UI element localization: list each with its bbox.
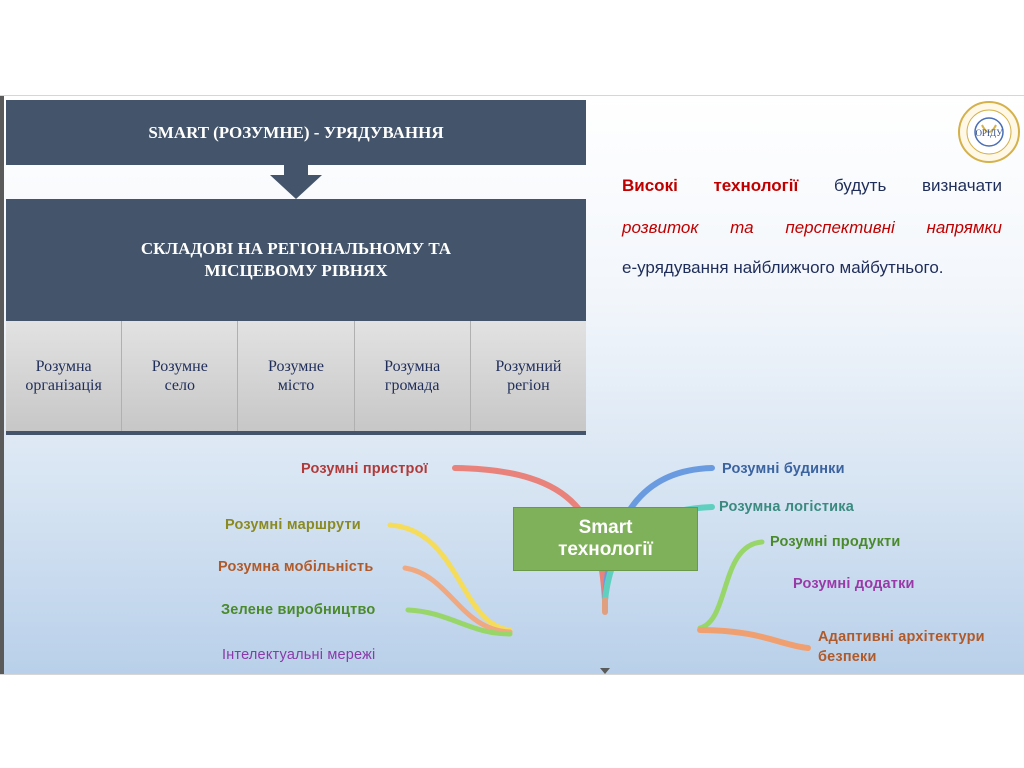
node-buildings: Розумні будинки [722, 461, 845, 477]
institute-logo: ОРІДУ [958, 101, 1020, 163]
header-title: SMART (РОЗУМНЕ) - УРЯДУВАННЯ [148, 122, 444, 142]
node-devices: Розумні пристрої [301, 461, 428, 477]
branch-routes [387, 522, 513, 633]
svg-text:ОРІДУ: ОРІДУ [975, 128, 1003, 138]
left-border [0, 96, 4, 674]
node-products: Розумні продукти [770, 534, 901, 550]
components-title: СКЛАДОВІ НА РЕГІОНАЛЬНОМУ ТА МІСЦЕВОМУ Р… [140, 239, 452, 280]
node-green: Зелене виробництво [221, 602, 376, 618]
node-apps: Розумні додатки [793, 576, 915, 592]
center-pointer [600, 668, 610, 674]
slide: SMART (РОЗУМНЕ) - УРЯДУВАННЯ СКЛАДОВІ НА… [0, 95, 1024, 675]
branch-products [697, 539, 765, 631]
branch-mobility [402, 565, 513, 635]
text-line-2: розвиток та перспективні напрямки [622, 218, 1002, 237]
node-networks: Інтелектуальні мережі [222, 647, 376, 663]
components-box: СКЛАДОВІ НА РЕГІОНАЛЬНОМУ ТА МІСЦЕВОМУ Р… [6, 199, 586, 321]
down-arrow-icon [270, 165, 322, 199]
node-logistics: Розумна логістика [719, 499, 855, 515]
text-line-3: е-урядування найближчого майбутнього. [622, 258, 944, 277]
node-routes: Розумні маршрути [225, 517, 361, 533]
text-line-1: Високі технології будуть визначати [622, 176, 1002, 195]
node-mobility: Розумна мобільність [218, 559, 374, 575]
header-box: SMART (РОЗУМНЕ) - УРЯДУВАННЯ [6, 100, 586, 165]
branch-green [405, 607, 513, 637]
branch-security [697, 627, 811, 651]
